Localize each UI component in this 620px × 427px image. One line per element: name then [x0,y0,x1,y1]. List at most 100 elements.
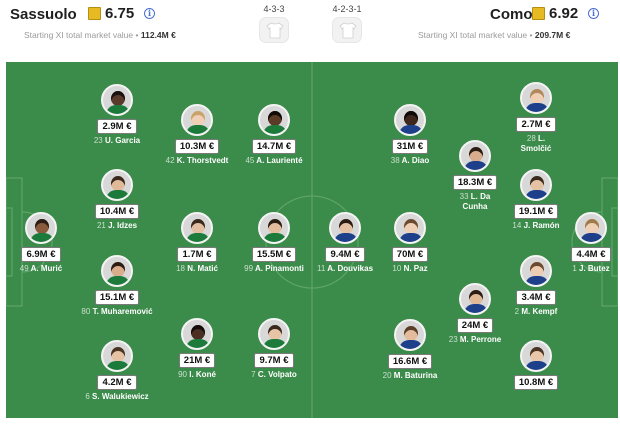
info-icon[interactable]: i [144,8,155,19]
away-formation[interactable]: 4-2-3-1 [327,4,367,43]
player-avatar [459,283,491,315]
player-avatar [394,104,426,136]
player-card[interactable]: 14.7M € 45 A. Laurienté [229,104,319,166]
player-avatar [101,169,133,201]
player-card[interactable]: 9.7M € 7 C. Volpato [229,318,319,380]
player-card[interactable]: 18.3M € 33 L. Da Cunha [430,140,520,212]
player-avatar [520,340,552,372]
player-market-value: 24M € [456,318,494,333]
player-market-value: 2.9M € [97,119,137,134]
player-avatar [258,212,290,244]
player-name: 11 A. Douvikas [316,264,374,273]
player-market-value: 1.7M € [177,247,217,262]
player-avatar [520,169,552,201]
player-card[interactable]: 10.3M € 42 K. Thorstvedt [152,104,242,166]
player-card[interactable]: 10.8M € [491,340,581,390]
rating-badge-icon [88,7,101,20]
player-name: 42 K. Thorstvedt [165,156,229,165]
player-name: 99 A. Pinamonti [244,264,304,273]
player-market-value: 21M € [178,353,216,368]
player-market-value: 15.1M € [94,290,140,305]
player-card[interactable]: 70M € 10 N. Paz [365,212,455,274]
player-name: 49 A. Murić [19,264,63,273]
player-name: 6 S. Walukiewicz [85,392,149,401]
player-market-value: 18.3M € [452,175,498,190]
player-card[interactable]: 2.7M € 28 L. Smolčić [491,82,581,154]
player-name: 20 M. Baturina [382,371,438,380]
player-card[interactable]: 19.1M € 14 J. Ramón [491,169,581,231]
home-formation[interactable]: 4-3-3 [254,4,294,43]
player-avatar [575,212,607,244]
player-avatar [101,340,133,372]
player-market-value: 31M € [391,139,429,154]
player-name: 18 N. Matić [176,264,218,273]
player-card[interactable]: 31M € 38 A. Diao [365,104,455,166]
player-name: 33 L. Da Cunha [459,192,491,211]
player-name: 90 I. Koné [178,370,216,379]
player-market-value: 15.5M € [251,247,297,262]
away-market-value: Starting XI total market value • 209.7M … [418,30,570,40]
player-market-value: 70M € [391,247,429,262]
player-avatar [520,255,552,287]
player-avatar [181,318,213,350]
player-avatar [459,140,491,172]
player-name: 1 J. Butez [572,264,610,273]
player-card[interactable]: 4.4M € 1 J. Butez [546,212,618,274]
player-market-value: 9.4M € [325,247,365,262]
player-market-value: 10.8M € [513,375,559,390]
home-mv-label: Starting XI total market value • [24,30,139,40]
player-avatar [258,104,290,136]
player-name: 21 J. Idzes [96,221,138,230]
info-icon[interactable]: i [588,8,599,19]
player-avatar [258,318,290,350]
player-avatar [101,84,133,116]
player-market-value: 14.7M € [251,139,297,154]
match-lineups-header: Sassuolo 6.75 i Starting XI total market… [0,0,620,58]
home-mv-value: 112.4M € [140,30,176,40]
player-card[interactable]: 21M € 90 I. Koné [152,318,242,380]
home-team-name[interactable]: Sassuolo [10,6,77,23]
player-card[interactable]: 2.9M € 23 U. Garcia [72,84,162,146]
player-market-value: 4.2M € [97,375,137,390]
player-card[interactable]: 24M € 23 M. Perrone [430,283,520,345]
shirt-icon [259,17,289,43]
player-avatar [394,319,426,351]
player-name: 2 M. Kempf [514,307,558,316]
home-market-value: Starting XI total market value • 112.4M … [24,30,176,40]
away-formation-label: 4-2-3-1 [332,4,362,14]
player-name: 38 A. Diao [390,156,430,165]
home-team-rating: 6.75 [88,5,134,22]
player-avatar [25,212,57,244]
player-avatar [181,104,213,136]
player-card[interactable]: 6.9M € 49 A. Murić [6,212,86,274]
player-card[interactable]: 16.6M € 20 M. Baturina [365,319,455,381]
player-market-value: 19.1M € [513,204,559,219]
player-market-value: 3.4M € [516,290,556,305]
player-card[interactable]: 1.7M € 18 N. Matić [152,212,242,274]
player-avatar [520,82,552,114]
away-team-rating: 6.92 [532,5,578,22]
rating-badge-icon [532,7,545,20]
player-card[interactable]: 15.5M € 99 A. Pinamonti [229,212,319,274]
player-market-value: 6.9M € [21,247,61,262]
player-name: 45 A. Laurienté [245,156,303,165]
player-name: 10 N. Paz [392,264,428,273]
home-rating-value: 6.75 [105,5,135,22]
away-team-name[interactable]: Como [490,6,533,23]
player-card[interactable]: 15.1M € 80 T. Muharemović [72,255,162,317]
player-card[interactable]: 9.4M € 11 A. Douvikas [300,212,390,274]
player-avatar [394,212,426,244]
player-card[interactable]: 4.2M € 6 S. Walukiewicz [72,340,162,402]
home-formation-label: 4-3-3 [263,4,285,14]
player-avatar [181,212,213,244]
away-mv-label: Starting XI total market value • [418,30,533,40]
player-card[interactable]: 3.4M € 2 M. Kempf [491,255,581,317]
player-card[interactable]: 10.4M € 21 J. Idzes [72,169,162,231]
pitch: 6.9M € 49 A. Murić 2.9M € 23 U. Garcia 1… [6,62,618,418]
player-avatar [329,212,361,244]
player-name: 23 M. Perrone [448,335,502,344]
player-avatar [101,255,133,287]
shirt-icon [332,17,362,43]
player-name: 7 C. Volpato [251,370,297,379]
player-market-value: 9.7M € [254,353,294,368]
